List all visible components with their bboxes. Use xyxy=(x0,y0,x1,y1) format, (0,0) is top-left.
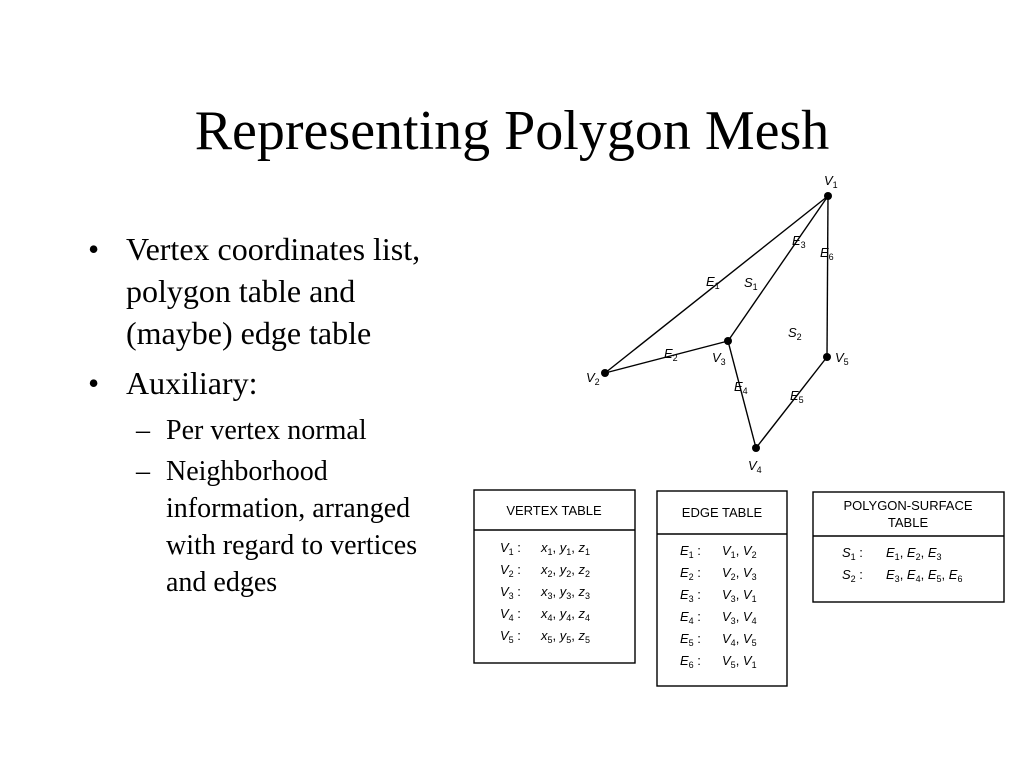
vertex-table-row: V3 : x3, y3, z3 xyxy=(500,584,590,601)
surface-label-s2: S2 xyxy=(788,325,802,342)
edge-line-e4 xyxy=(727,340,757,449)
mesh-vertices xyxy=(601,192,832,452)
edge-label-e6: E6 xyxy=(820,245,834,262)
edge-label-e2: E2 xyxy=(664,346,678,363)
vertex-table-border xyxy=(473,489,636,664)
edge-table-row: E6 : V5, V1 xyxy=(680,653,757,670)
vertex-table-row: V1 : x1, y1, z1 xyxy=(500,540,590,557)
vertex-label-v1: V1 xyxy=(824,173,838,190)
dash-marker: – xyxy=(136,415,150,446)
sub-bullet-text: Per vertex normal xyxy=(166,415,367,446)
polygon-table-border xyxy=(812,491,1005,603)
polygon-table-title-line1: POLYGON-SURFACE xyxy=(843,498,972,513)
edge-table-title: EDGE TABLE xyxy=(682,505,763,520)
vertex-table: VERTEX TABLE V1 : x1, y1, z1 V2 : x2, y2… xyxy=(473,489,636,664)
vertex-dot-v5 xyxy=(823,353,831,361)
polygon-table-row: S1 : E1, E2, E3 xyxy=(842,545,942,562)
edge-label-e1: E1 xyxy=(706,274,720,291)
bullet-item: • Auxiliary: xyxy=(84,362,464,404)
edge-label-e3: E3 xyxy=(792,233,806,250)
edge-table-border xyxy=(656,490,788,687)
bullet-text: Auxiliary: xyxy=(126,365,258,401)
bullet-marker: • xyxy=(88,365,100,401)
sub-bullet-text: Neighborhood information, arranged with … xyxy=(166,456,418,598)
vertex-label-v3: V3 xyxy=(712,350,726,367)
edge-line-e3 xyxy=(727,195,829,342)
edge-table-row: E3 : V3, V1 xyxy=(680,587,757,604)
polygon-table-row: S2 : E3, E4, E5, E6 xyxy=(842,567,962,584)
vertex-table-row: V5 : x5, y5, z5 xyxy=(500,628,590,645)
vertex-table-row: V2 : x2, y2, z2 xyxy=(500,562,590,579)
edge-table-row: E2 : V2, V3 xyxy=(680,565,757,582)
edge-table: EDGE TABLE E1 : V1, V2 E2 : V2, V3 E3 : … xyxy=(656,490,788,687)
vertex-dot-v2 xyxy=(601,369,609,377)
vertex-label-v2: V2 xyxy=(586,370,600,387)
polygon-table-title-line2: TABLE xyxy=(888,515,929,530)
bullet-list: • Vertex coordinates list, polygon table… xyxy=(84,228,464,605)
vertex-table-title: VERTEX TABLE xyxy=(506,503,602,518)
polygon-surface-table: POLYGON-SURFACE TABLE S1 : E1, E2, E3 S2… xyxy=(812,491,1005,603)
slide-title: Representing Polygon Mesh xyxy=(194,100,830,162)
vertex-label-v5: V5 xyxy=(835,350,849,367)
edge-table-rows: E1 : V1, V2 E2 : V2, V3 E3 : V3, V1 E4 :… xyxy=(680,543,757,670)
sub-bullet-item: – Neighborhood information, arranged wit… xyxy=(84,453,464,601)
edge-line-e6 xyxy=(826,195,829,358)
edge-table-row: E1 : V1, V2 xyxy=(680,543,757,560)
edge-label-e4: E4 xyxy=(734,379,748,396)
vertex-dot-v3 xyxy=(724,337,732,345)
surface-label-s1: S1 xyxy=(744,275,758,292)
vertex-dot-v1 xyxy=(824,192,832,200)
bullet-text: Vertex coordinates list, polygon table a… xyxy=(126,231,421,351)
edge-table-row: E5 : V4, V5 xyxy=(680,631,757,648)
bullet-item: • Vertex coordinates list, polygon table… xyxy=(84,228,464,354)
dash-marker: – xyxy=(136,456,150,487)
vertex-dot-v4 xyxy=(752,444,760,452)
vertex-label-v4: V4 xyxy=(748,458,762,475)
polygon-table-rows: S1 : E1, E2, E3 S2 : E3, E4, E5, E6 xyxy=(842,545,962,584)
mesh-labels: V1 V2 V3 V4 V5 E1 E2 E3 E4 E5 E6 S1 S2 xyxy=(586,173,849,475)
sub-bullet-item: – Per vertex normal xyxy=(84,412,464,449)
edge-table-row: E4 : V3, V4 xyxy=(680,609,757,626)
edge-line-e1 xyxy=(604,195,829,374)
vertex-table-rows: V1 : x1, y1, z1 V2 : x2, y2, z2 V3 : x3,… xyxy=(500,540,590,645)
bullet-marker: • xyxy=(88,231,100,267)
edge-line-e5 xyxy=(755,356,828,449)
mesh-edges xyxy=(604,195,829,449)
edge-label-e5: E5 xyxy=(790,388,804,405)
vertex-table-row: V4 : x4, y4, z4 xyxy=(500,606,590,623)
edge-line-e2 xyxy=(604,340,729,374)
